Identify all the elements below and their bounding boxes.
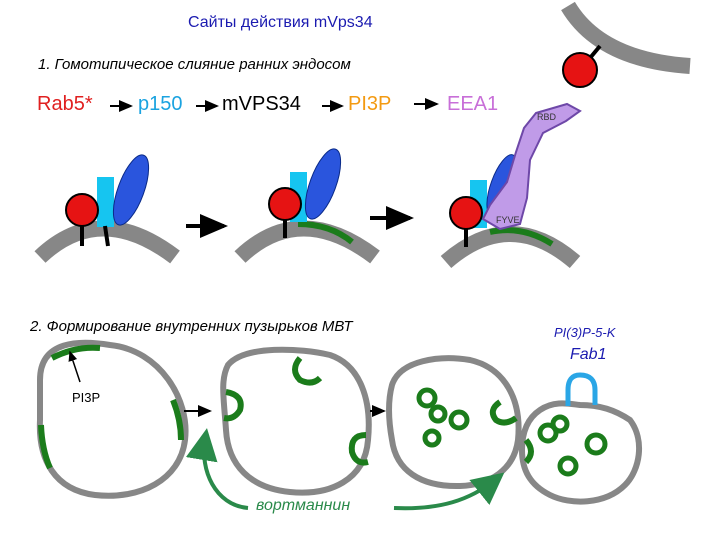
diagram-title: Сайты действия mVps34 [188, 14, 373, 31]
vesicle3-ilv-2 [428, 404, 448, 424]
vesicle2-invagination-right [348, 432, 369, 466]
fab1-kinase [565, 372, 598, 406]
stage3-pi3p [489, 227, 554, 247]
vesicle4-membrane [518, 400, 643, 505]
fusion-stage-3 [440, 102, 582, 269]
pathway-arrows [110, 98, 439, 112]
top-rab5-circle [562, 52, 598, 88]
vesicle4-ilv-2 [550, 414, 570, 434]
pathway-pi3p-label: PI3P [348, 93, 392, 115]
stage3-membrane [440, 226, 581, 269]
top-rab5-anchor [588, 44, 602, 60]
rbd-label: RBD [537, 112, 557, 122]
mvb-vesicle-1 [36, 339, 189, 499]
mvb-vesicle-2 [220, 346, 372, 496]
vesicle2-invagination-top [292, 356, 323, 386]
stage2-pi3p [297, 221, 354, 245]
top-endosome-fragment [561, 1, 691, 88]
stage2-vps34 [304, 148, 342, 220]
mvb-vesicle-4 [518, 372, 643, 505]
stage1-vps34 [112, 154, 150, 226]
stage3-eea1 [481, 102, 582, 231]
top-membrane [561, 1, 691, 74]
wortmannin-label: вортманнин [256, 497, 351, 514]
section2-heading: 2. Формирование внутренних пузырьков МВТ [30, 318, 353, 335]
pathway-mvps34-label: mVPS34 [222, 93, 301, 115]
vesicle4-ilv-1 [537, 422, 559, 444]
section1-heading: 1. Гомотипическое слияние ранних эндосом [38, 56, 351, 73]
stage1-rab5-circle [65, 193, 99, 227]
fusion-stage-2 [234, 148, 380, 264]
vesicle2-membrane [220, 346, 372, 496]
wortmannin-arrow-right [393, 472, 505, 511]
vesicle4-ilv-3 [584, 432, 608, 456]
vesicle4-invagination [523, 438, 534, 465]
wortmannin-arrow-left [185, 428, 249, 510]
pathway-rab5-label: Rab5* [37, 93, 93, 115]
pathway-eea1-label: EEA1 [447, 93, 499, 115]
pi3p-pointer [68, 350, 81, 383]
vesicle1-membrane [36, 339, 189, 499]
pathway-p150-label: p150 [138, 93, 183, 115]
stage2-membrane [234, 220, 380, 264]
vesicle4-ilv-4 [557, 455, 579, 477]
fusion-stage-1 [34, 154, 180, 264]
fyve-label: FYVE [496, 215, 520, 225]
stage3-rab5-circle [449, 196, 483, 230]
vesicle1-pi3p-right [170, 398, 184, 441]
vesicle1-pi3p-top [50, 344, 101, 361]
fab1-label: Fab1 [570, 346, 607, 363]
vesicle3-invagination [489, 399, 518, 426]
stage1-p150 [97, 177, 114, 227]
vesicle3-ilv-1 [416, 387, 438, 409]
vesicle3-membrane [386, 355, 522, 490]
stage2-rab5-circle [268, 187, 302, 221]
vesicle1-pi3p-left [38, 424, 53, 470]
mvb-vesicle-3 [386, 355, 522, 490]
vesicle2-invagination-left [223, 389, 244, 422]
section2-pi3p-label: PI3P [72, 390, 101, 405]
pi3p-5-kinase-label: PI(3)P-5-K [554, 325, 616, 340]
vesicle3-ilv-4 [422, 428, 442, 448]
vesicle3-ilv-3 [448, 409, 470, 431]
stage1-p150-anchor [103, 225, 110, 247]
